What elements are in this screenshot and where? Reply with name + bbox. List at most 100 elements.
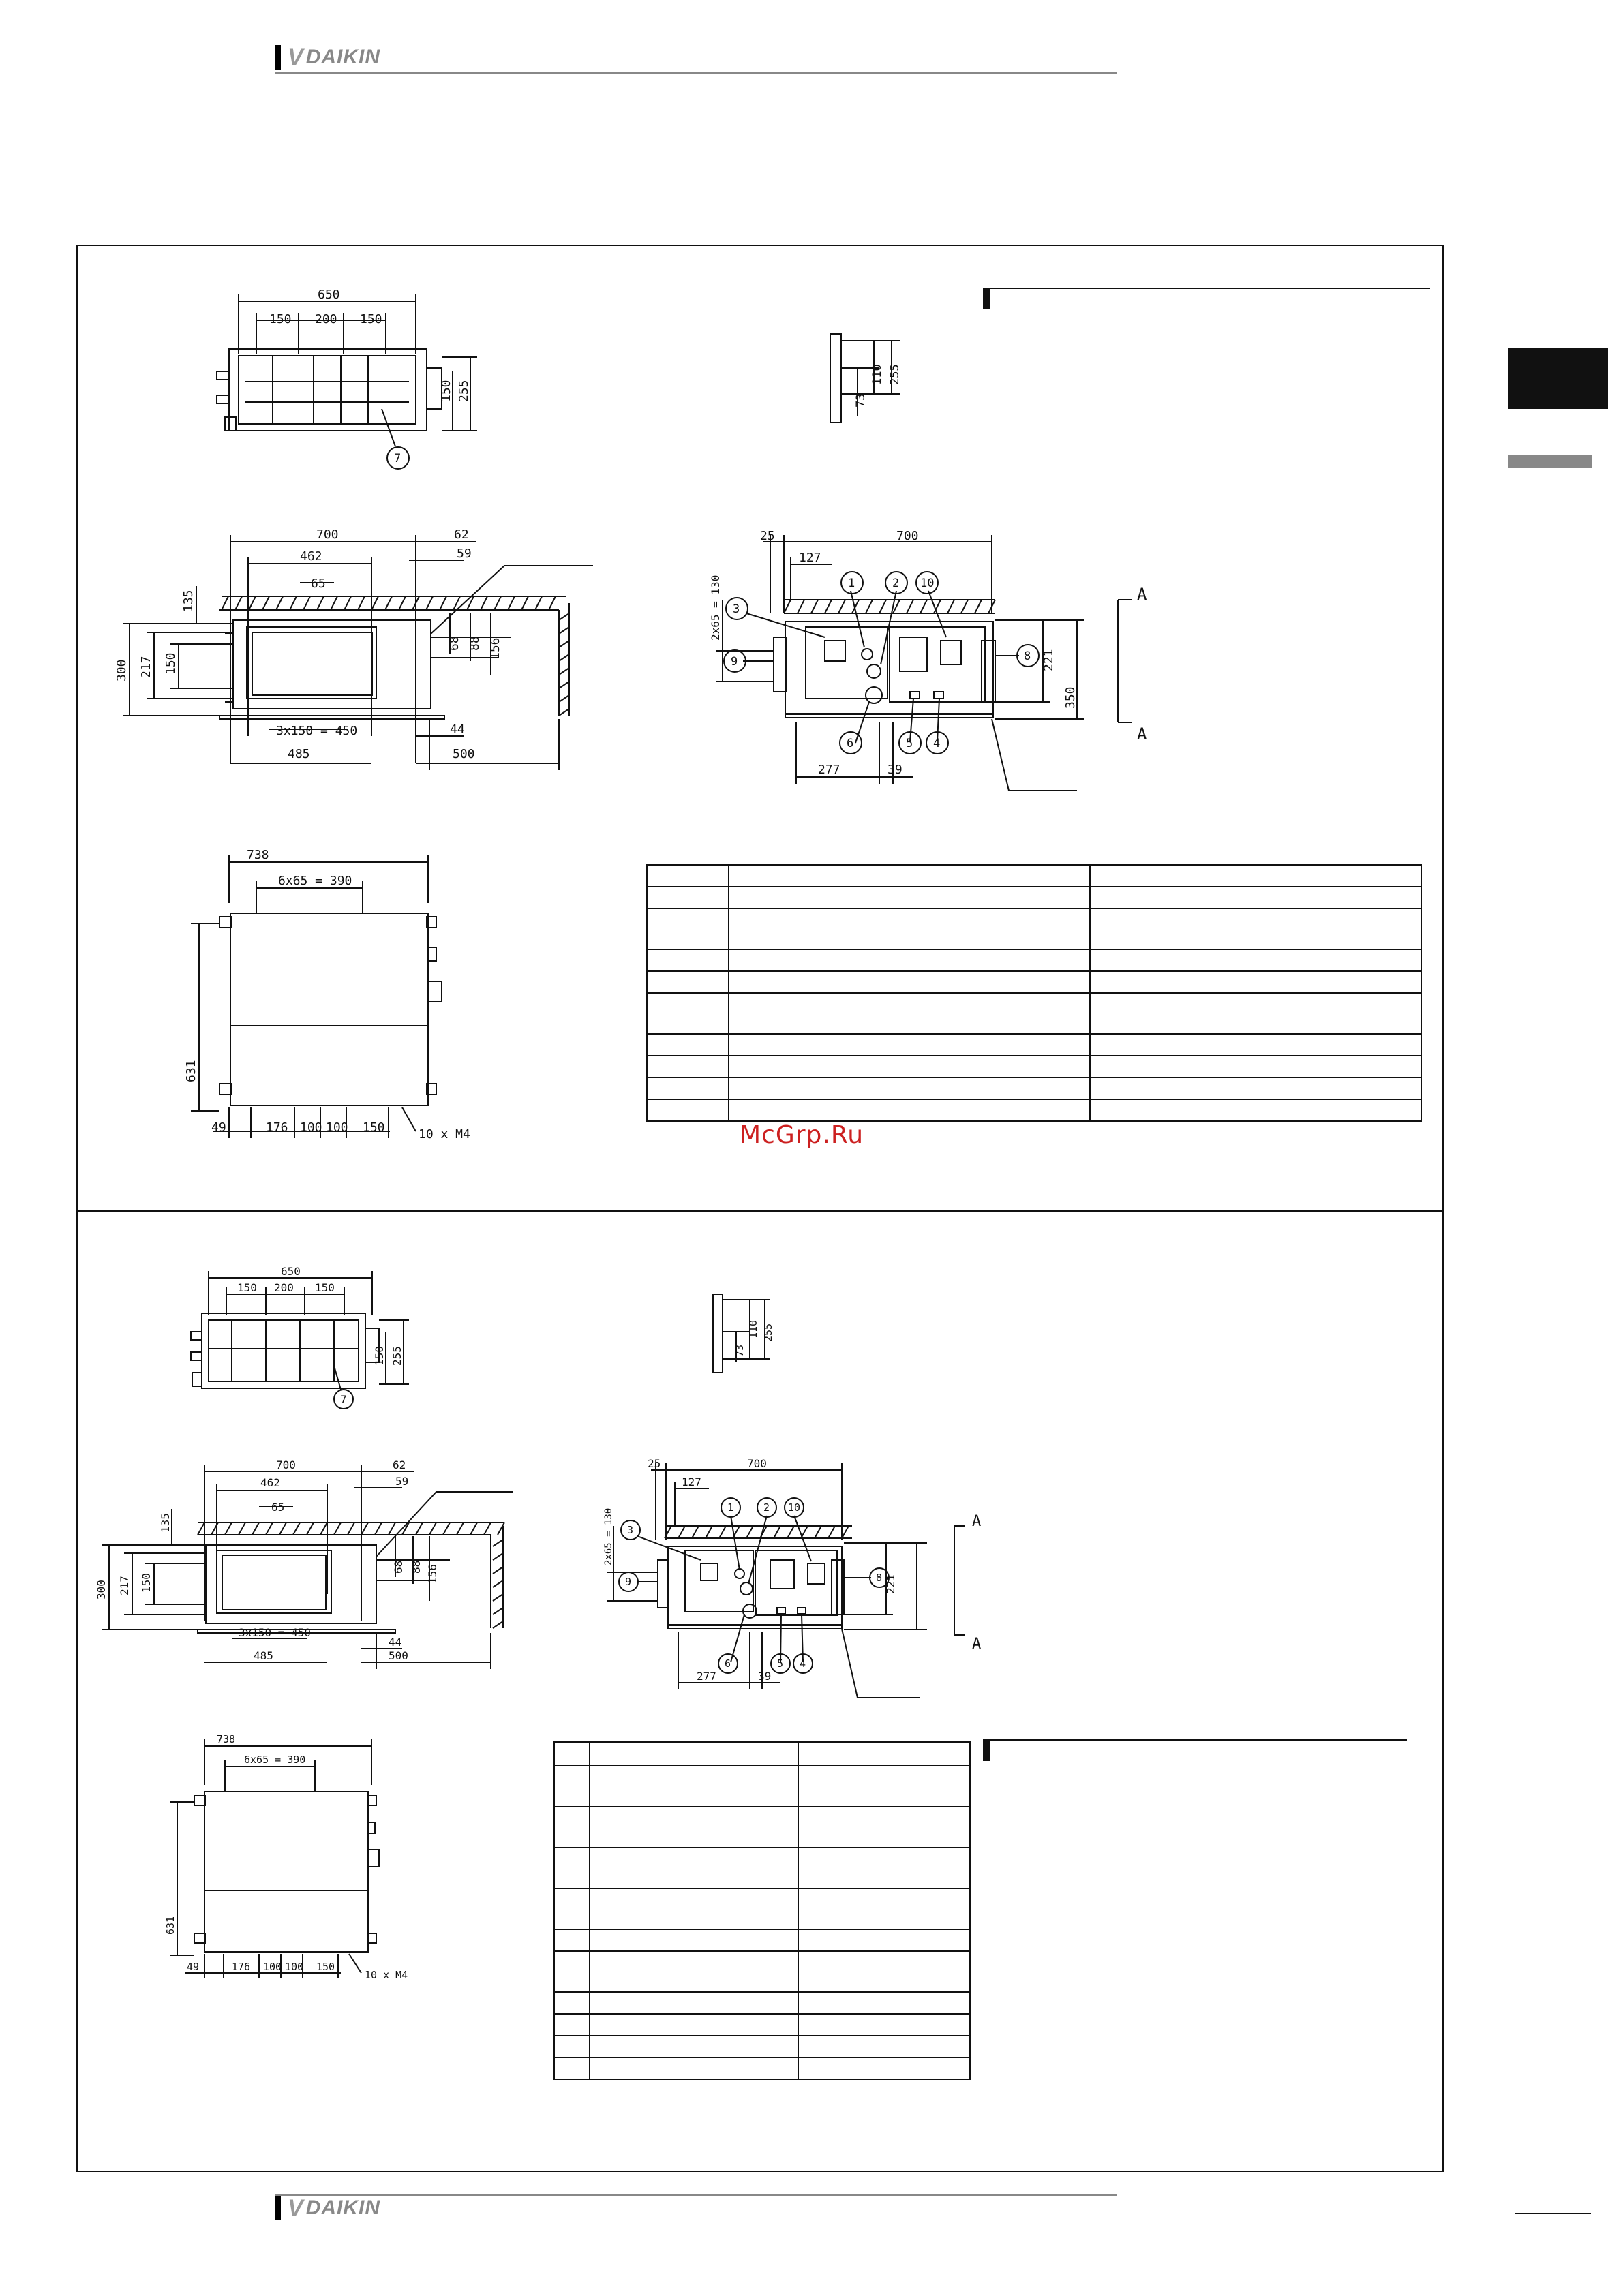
dim-text: 62 <box>454 527 469 542</box>
table-cell <box>646 1077 729 1100</box>
dim-text: 6x65 = 390 <box>278 874 352 888</box>
dim-text: 485 <box>254 1649 273 1662</box>
dim-text: 127 <box>682 1475 701 1488</box>
callout-text: 5 <box>777 1657 783 1670</box>
dim-text: 65 <box>271 1501 284 1514</box>
table-cell <box>646 949 729 972</box>
callout-text: 1 <box>848 577 855 590</box>
table-cell <box>646 970 729 994</box>
dim-text: 49 <box>187 1961 199 1973</box>
table-cell <box>589 1929 799 1952</box>
dim-text: 3x150 = 450 <box>239 1626 311 1639</box>
dim-text: 700 <box>276 1458 296 1471</box>
table-cell <box>646 992 729 1035</box>
section-mark-text: A <box>1137 724 1147 744</box>
table-cell <box>589 2013 799 2036</box>
dim-text: 150 <box>269 312 292 326</box>
bottom-section-heading-bar <box>983 1739 1407 1761</box>
table-cell <box>553 1991 590 2015</box>
table-cell <box>798 1741 971 1766</box>
dim-text: 150 <box>439 380 453 402</box>
dim-text: 255 <box>762 1323 774 1342</box>
callout-text: 4 <box>800 1657 806 1670</box>
top-plan-view <box>216 294 477 470</box>
table-cell <box>798 2013 971 2036</box>
dim-text: 39 <box>758 1670 771 1683</box>
table-cell <box>728 1055 1091 1078</box>
table-cell <box>798 1806 971 1848</box>
dim-text: 277 <box>697 1670 716 1683</box>
table-cell <box>728 1033 1091 1056</box>
dim-text: 176 <box>266 1120 288 1135</box>
dim-text: 300 <box>95 1580 108 1599</box>
footer-rule <box>275 2194 1117 2196</box>
dim-text: 150 <box>164 652 178 675</box>
table-cell <box>728 1099 1091 1122</box>
table-cell <box>728 864 1091 887</box>
top-section-heading-bar <box>983 288 1430 309</box>
callout-text: 7 <box>394 452 401 465</box>
dim-text: 25 <box>648 1457 661 1470</box>
table-cell <box>798 1991 971 2015</box>
table-cell <box>553 2013 590 2036</box>
dim-text: 88 <box>410 1561 423 1574</box>
top-section-view <box>123 535 593 770</box>
top-side-small-view <box>830 333 900 423</box>
dim-text: 150 <box>363 1120 385 1135</box>
dim-text: 6x65 = 390 <box>244 1754 305 1766</box>
dim-text: 217 <box>139 656 153 678</box>
dim-text: 255 <box>888 364 902 385</box>
callout-text: 1 <box>727 1501 733 1514</box>
table-cell <box>1089 1055 1422 1078</box>
table-cell <box>1089 908 1422 950</box>
section-mark-text: A <box>972 1636 981 1653</box>
table-cell <box>646 908 729 950</box>
top-front-callouts <box>723 571 1040 754</box>
callout-text: 2 <box>892 577 899 590</box>
dim-text: 150 <box>316 1961 335 1973</box>
dim-text: 2x65 = 130 <box>709 575 722 641</box>
bottom-plan-view <box>190 1271 409 1409</box>
dim-text: 68 <box>392 1561 405 1574</box>
dim-text: 68 <box>447 636 461 651</box>
table-cell <box>553 1741 590 1766</box>
table-cell <box>728 908 1091 950</box>
table-cell <box>1089 864 1422 887</box>
table-cell <box>553 1765 590 1807</box>
section-tab <box>1508 348 1608 409</box>
section-mark-text: A <box>972 1513 981 1530</box>
callout-text: 5 <box>906 737 913 750</box>
table-cell <box>798 1950 971 1993</box>
table-cell <box>553 1888 590 1930</box>
section-tab-secondary <box>1508 455 1592 468</box>
table-cell <box>1089 1033 1422 1056</box>
table-cell <box>646 1033 729 1056</box>
callout-text: 6 <box>725 1657 731 1670</box>
bottom-spec-table <box>553 1741 971 2080</box>
top-bottom-view <box>191 855 442 1138</box>
top-unit-drawings: 650 150 200 150 150 255 7 73 110 255 <box>115 288 1147 1142</box>
callout-text: 2 <box>763 1501 770 1514</box>
dim-text: 150 <box>360 312 382 326</box>
table-cell <box>728 992 1091 1035</box>
table-cell <box>589 1991 799 2015</box>
dim-text: 127 <box>799 551 821 565</box>
dim-text: 462 <box>300 549 322 564</box>
dim-text: 44 <box>389 1636 401 1649</box>
header-rule <box>275 72 1117 74</box>
section-mark-text: A <box>1137 585 1147 604</box>
dim-text: 25 <box>760 529 775 543</box>
dim-text: 100 <box>300 1120 322 1135</box>
bottom-front-view <box>607 1463 965 1698</box>
watermark: McGrp.Ru <box>740 1121 864 1149</box>
callout-text: 6 <box>847 737 853 750</box>
dim-text: 110 <box>870 364 884 385</box>
dim-text: 49 <box>211 1120 226 1135</box>
bottom-side-small-view <box>712 1294 770 1373</box>
table-cell <box>798 2035 971 2058</box>
callout-text: 8 <box>1024 649 1031 663</box>
dim-text: 176 <box>232 1961 250 1973</box>
dim-text: 44 <box>450 722 465 737</box>
callout-text: 8 <box>876 1572 882 1584</box>
table-cell <box>728 970 1091 994</box>
